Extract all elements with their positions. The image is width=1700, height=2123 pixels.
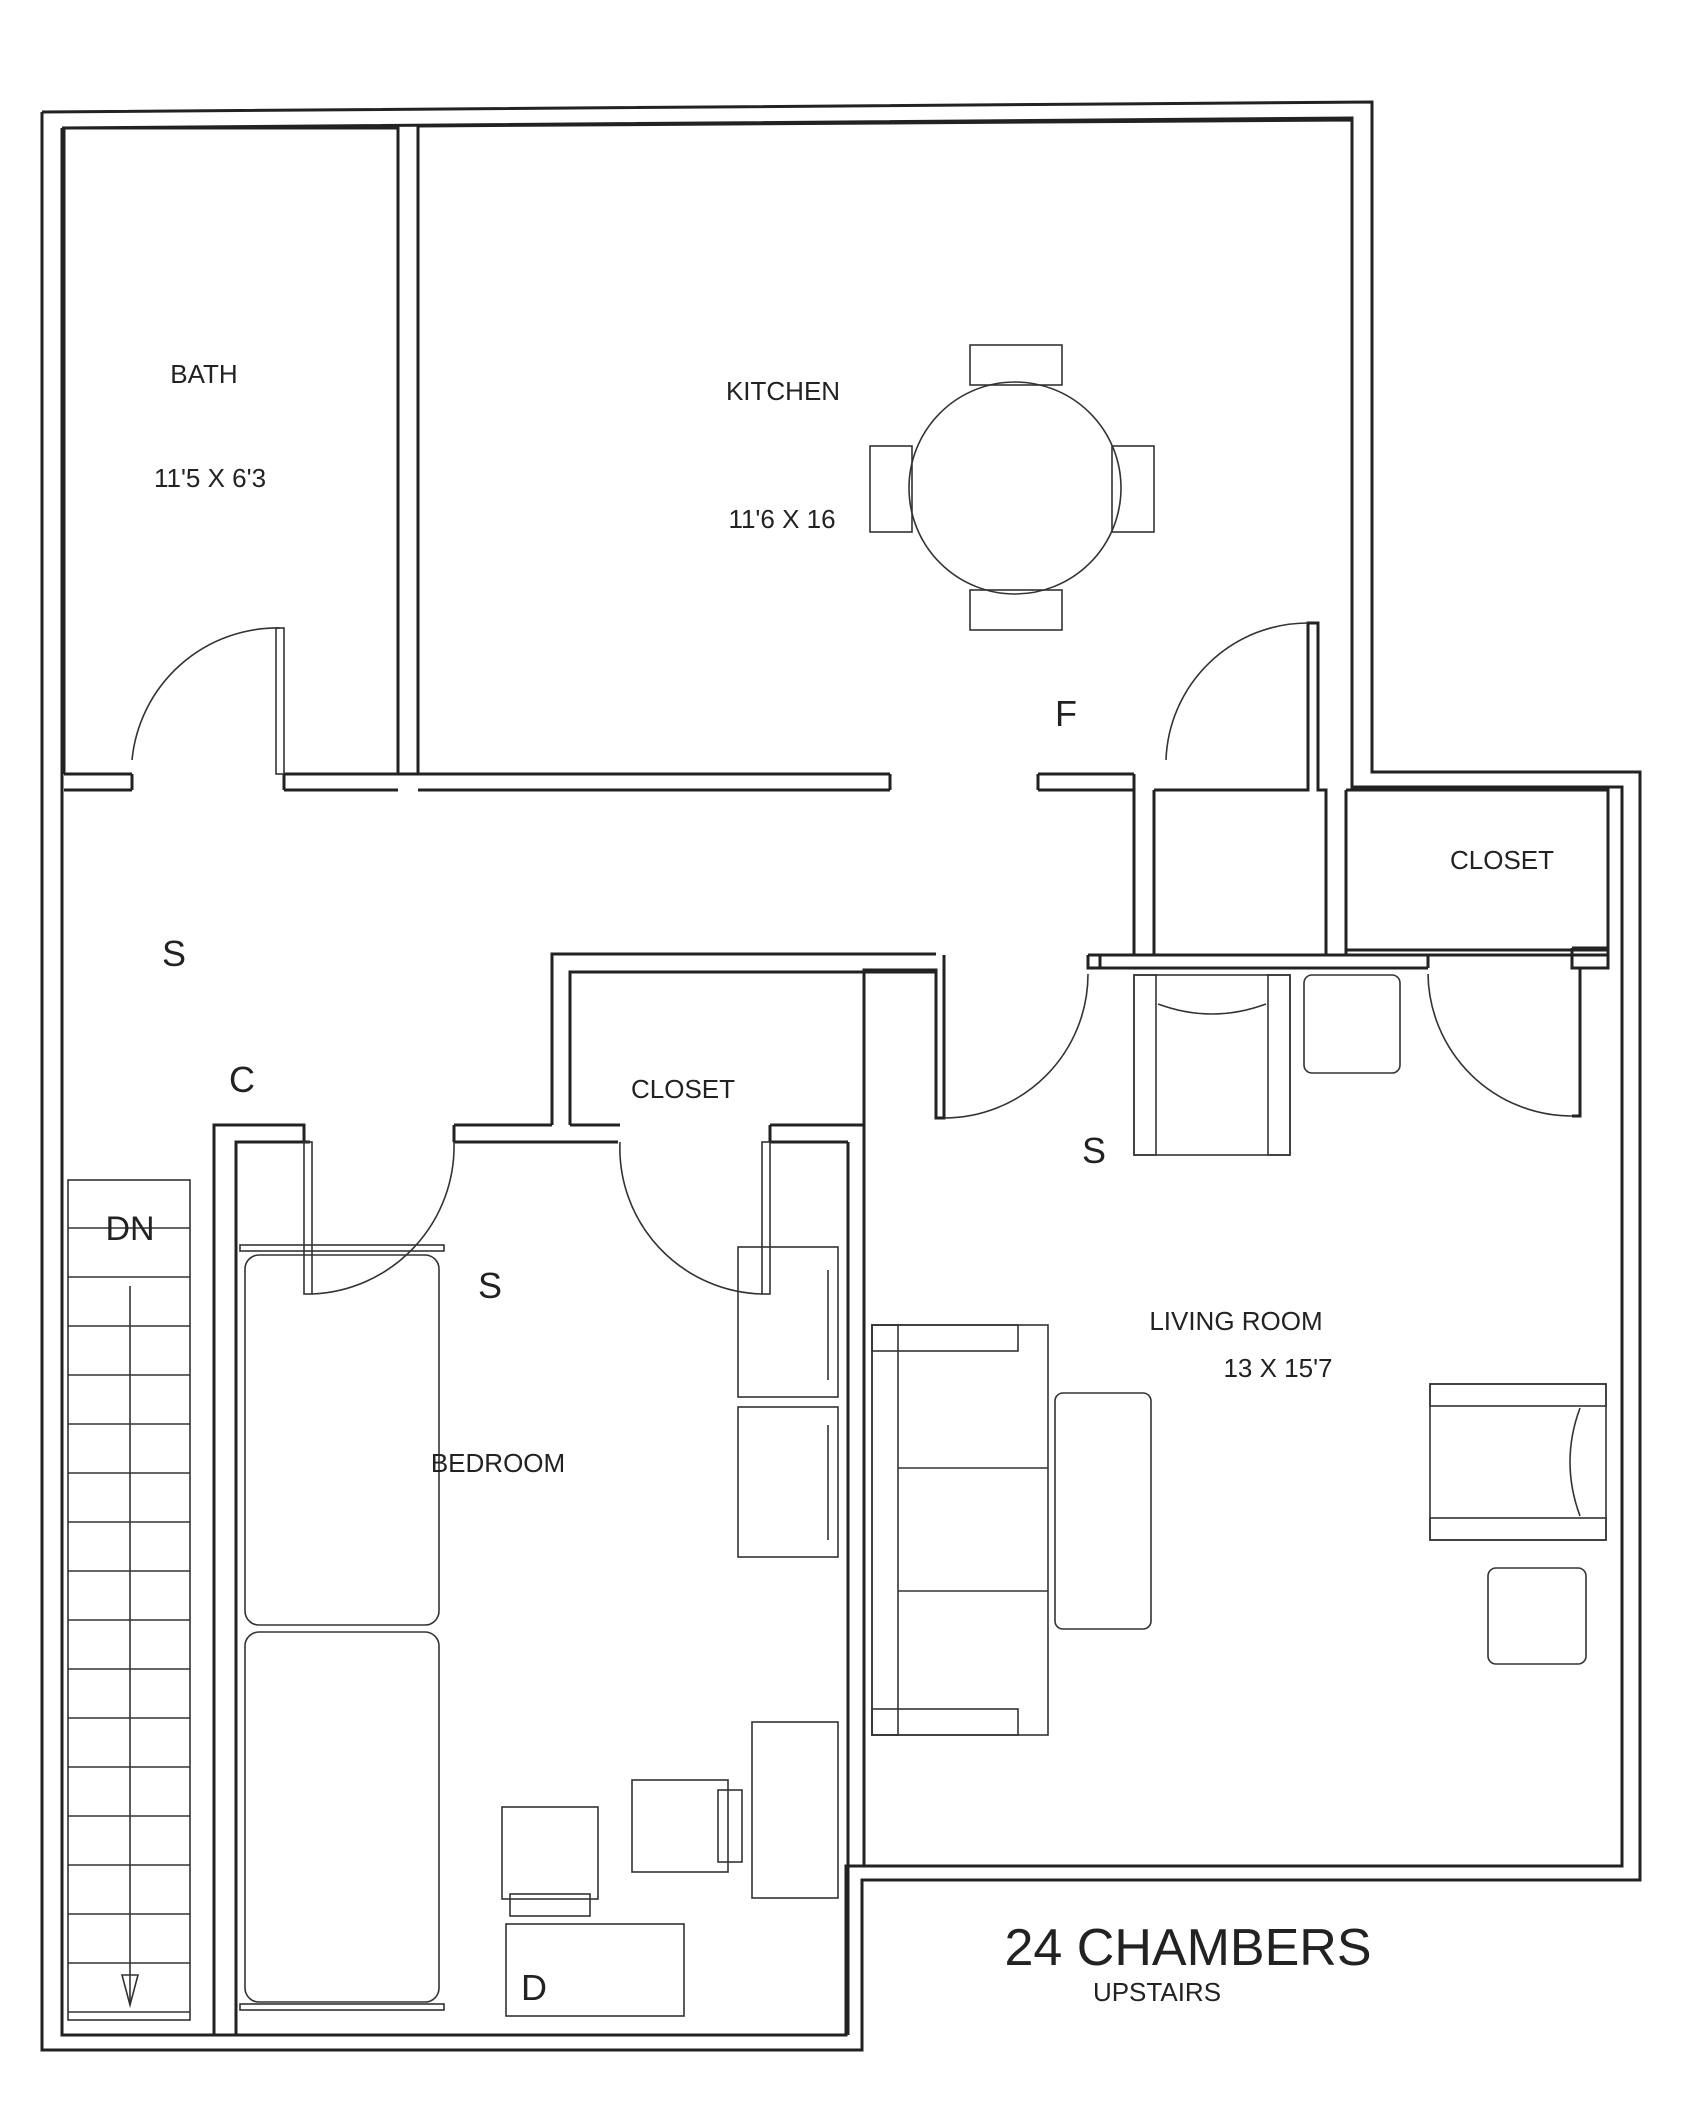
kitchen-walls	[398, 118, 1354, 792]
living-room-door-left	[943, 973, 1089, 1119]
exterior-walls	[40, 100, 1642, 2052]
marker-d: D	[521, 1967, 547, 2008]
marker-s-living: S	[1082, 1130, 1106, 1171]
bath-label: BATH	[170, 359, 237, 389]
kitchen-label: KITCHEN	[726, 376, 840, 406]
kitchen-table	[869, 344, 1155, 631]
kitchen-dimensions: 11'6 X 16	[728, 504, 835, 534]
living-room-dimensions: 13 X 15'7	[1223, 1353, 1332, 1383]
center-closet-walls	[454, 952, 936, 1144]
living-room-furniture	[871, 974, 1607, 1736]
right-closet-label: CLOSET	[1450, 845, 1554, 875]
marker-f: F	[1055, 693, 1077, 734]
bedroom-furniture	[239, 1244, 839, 2017]
closet-door	[619, 1141, 771, 1295]
bath-walls	[62, 126, 400, 792]
marker-s-bedroom: S	[478, 1265, 502, 1306]
plan-subtitle: UPSTAIRS	[1093, 1977, 1221, 2007]
hall-walls-right	[1036, 621, 1610, 957]
bath-door	[131, 627, 285, 775]
marker-dn: DN	[105, 1210, 154, 1248]
living-room-door-right	[1427, 973, 1573, 1117]
living-room-label: LIVING ROOM	[1149, 1306, 1322, 1336]
marker-c-hall: C	[229, 1059, 255, 1100]
center-closet-label: CLOSET	[631, 1074, 735, 1104]
bath-dimensions: 11'5 X 6'3	[154, 463, 266, 493]
stair-treads	[68, 1227, 190, 2013]
marker-s-hall: S	[162, 933, 186, 974]
bedroom-door	[303, 1141, 455, 1295]
bedroom-label: BEDROOM	[431, 1448, 565, 1478]
plan-title: 24 CHAMBERS	[1005, 1919, 1372, 1977]
right-closet-walls	[1344, 790, 1610, 952]
storage-door	[1165, 622, 1309, 761]
living-room-walls	[862, 946, 1610, 1866]
stairs	[67, 1179, 191, 2021]
